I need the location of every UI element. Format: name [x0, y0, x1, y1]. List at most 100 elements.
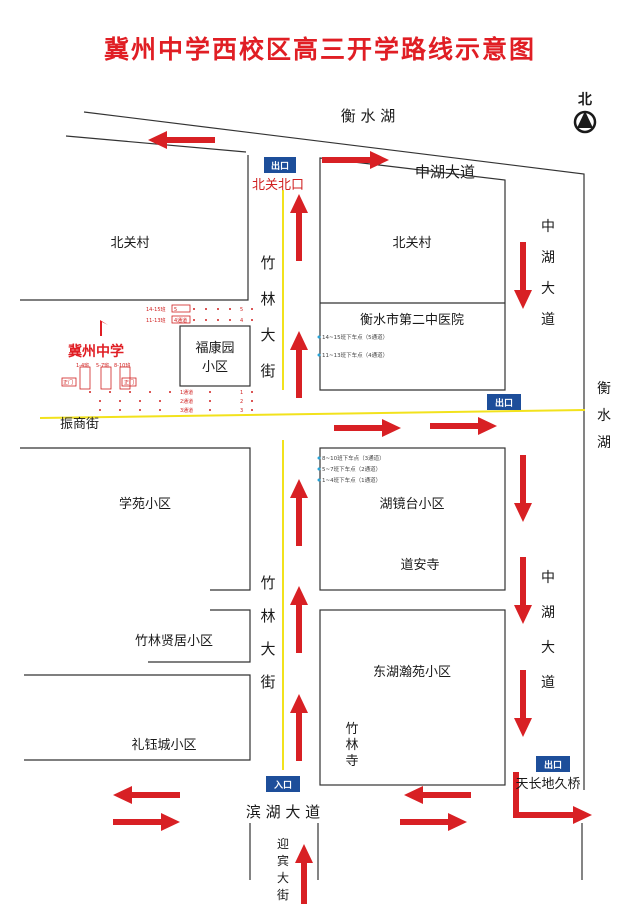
zhulin-street-name-upper-char: 竹 — [260, 254, 275, 272]
zhulin-street-name-lower-char: 街 — [260, 673, 275, 691]
zhonghu-road-name-lower-char: 道 — [541, 675, 555, 691]
arrow-south-zhonghu-4 — [514, 670, 532, 737]
block-xueyuan — [20, 447, 251, 591]
svg-text:出口: 出口 — [544, 759, 562, 771]
svg-text:出口: 出口 — [271, 160, 289, 172]
arrow-east-binhu-1 — [113, 813, 180, 831]
svg-text:出口: 出口 — [495, 397, 513, 409]
exit-badge-right: 出口 — [487, 394, 521, 410]
block-hujingtai — [319, 447, 506, 591]
lake-name-right-char: 衡 — [597, 381, 611, 397]
block-beiguan-west — [20, 155, 249, 301]
gate-left-label: 正门 — [63, 379, 73, 386]
zhulin-street-name-lower-char: 竹 — [260, 574, 275, 592]
arrow-east-zhenshang-1 — [334, 419, 401, 437]
arrow-east-zhonghu-north — [322, 151, 389, 169]
drop-810-label: 8~10班下车点（3通道） — [322, 454, 385, 462]
class-57-label: 5-7班 — [96, 362, 109, 369]
arrow-north-yingbin — [295, 844, 313, 904]
arrow-south-zhonghu-3 — [514, 557, 532, 624]
zhonghu-road-name-lower-char: 大 — [541, 640, 555, 656]
beiguan-north-gate-label: 北关北口 — [252, 178, 304, 193]
liyucheng-community: 礼钰城小区 — [131, 737, 196, 753]
drop-off-points: 14~15班下车点（5通道） 11~13班下车点（4通道） 8~10班下车点（3… — [317, 333, 388, 484]
lake-name-right-char: 水 — [597, 408, 611, 424]
zhulin-street-name-lower-char: 林 — [260, 607, 275, 625]
lake-shore-line — [65, 135, 247, 153]
zhonghu-road-name-lower-char: 中 — [541, 570, 555, 586]
zhulin-street-name-upper-char: 街 — [260, 362, 275, 380]
channel-2-tag: 2通道 — [180, 398, 193, 405]
beiguan-village-east: 北关村 — [392, 236, 431, 251]
arrow-east-binhu-2 — [400, 813, 467, 831]
zhenshang-street-name: 振商街 — [60, 417, 99, 432]
zhonghu-road-name-upper-char: 道 — [541, 312, 555, 328]
class-810-label: 8-10班 — [114, 362, 130, 369]
fukangyuan-line1: 福康园 — [195, 340, 234, 356]
route-arrows — [113, 131, 592, 904]
zhonghu-road-name-lower-char: 湖 — [541, 605, 555, 621]
north-label: 北 — [578, 92, 592, 108]
arrow-west-binhu-2 — [404, 786, 471, 804]
arrow-north-zhulin-1 — [290, 194, 308, 261]
xueyuan-community: 学苑小区 — [119, 496, 171, 512]
arrow-west-binhu — [113, 786, 180, 804]
zhulin-temple-name-char: 寺 — [345, 754, 358, 769]
arrow-north-zhulin-3 — [290, 479, 308, 546]
block-zhulin-xianju — [148, 609, 251, 663]
lake-name-right-char: 湖 — [597, 435, 611, 451]
drop-1113-label: 11~13班下车点（4通道） — [322, 351, 388, 359]
tianchang-bridge: 天长地久桥 — [515, 777, 580, 792]
donghu-hanyuan-community: 东湖瀚苑小区 — [373, 665, 451, 680]
zhonghu-road-name-upper-char: 大 — [541, 281, 555, 297]
yingbin-street-name-char: 大 — [277, 871, 289, 885]
zhulin-street-name-upper-char: 林 — [260, 290, 275, 308]
lane-dots — [89, 308, 253, 411]
zhulin-street-name-upper-char: 大 — [260, 326, 275, 344]
block-fukangyuan — [179, 325, 251, 387]
class-1113-label: 11-13班 — [146, 317, 166, 324]
arrow-south-zhonghu-2 — [514, 455, 532, 522]
lane-3-number: 3 — [240, 408, 243, 414]
blocks — [20, 155, 506, 880]
arrow-south-zhonghu-1 — [514, 242, 532, 309]
block-donghu — [319, 609, 506, 786]
lane-1-number: 1 — [240, 390, 243, 396]
fukangyuan-line2: 小区 — [202, 360, 228, 375]
arrow-east-zhenshang-2 — [430, 417, 497, 435]
school-annotations: 冀州中学 14-15班 11-13班 5 4通道 1-4班 5-7班 8-10班… — [61, 304, 253, 414]
north-arrow-icon: 北 — [573, 92, 597, 134]
zhonghu-road-name-upper-char: 中 — [541, 219, 555, 235]
road-lines — [65, 111, 585, 880]
zhonghu-road-name-top: 中湖大道 — [415, 163, 475, 181]
hujingtai-community: 湖镜台小区 — [379, 497, 444, 512]
lane-2-number: 2 — [240, 399, 243, 405]
class-1415-label: 14-15班 — [146, 306, 166, 313]
channel-4-tag: 4通道 — [174, 317, 187, 324]
zhulin-xianju-community: 竹林贤居小区 — [135, 634, 213, 649]
arrow-north-zhulin-2 — [290, 331, 308, 398]
zhulin-temple-name-char: 竹 — [345, 722, 358, 737]
entrance-badge: 入口 — [266, 776, 300, 792]
block-liyucheng — [24, 674, 251, 761]
channel-1-tag: 1通道 — [180, 389, 193, 396]
school-flag-icon — [100, 320, 108, 336]
drop-14-label: 1~4班下车点（1通道） — [322, 476, 381, 484]
drop-1415-label: 14~15班下车点（5通道） — [322, 333, 388, 341]
yingbin-street-name-char: 宾 — [277, 853, 289, 868]
arrow-north-zhulin-5 — [290, 694, 308, 761]
arrow-exit-southeast — [513, 772, 592, 824]
channel-3-tag: 3通道 — [180, 407, 193, 414]
zhulin-street-name-lower-char: 大 — [260, 640, 275, 658]
beiguan-village-west: 北关村 — [110, 236, 149, 251]
school-name: 冀州中学 — [68, 343, 124, 360]
zhonghu-outer-line — [83, 111, 585, 790]
block-beiguan-east — [319, 157, 506, 391]
zhonghu-road-name-upper-char: 湖 — [541, 250, 555, 266]
hospital-name: 衡水市第二中医院 — [360, 312, 464, 328]
yingbin-street-name-char: 迎 — [277, 837, 289, 851]
road-centerlines — [39, 190, 586, 770]
